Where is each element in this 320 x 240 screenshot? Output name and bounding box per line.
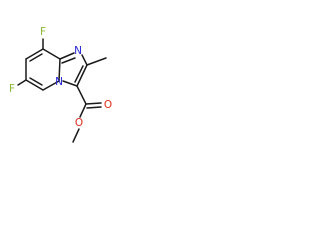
bonds — [17, 38, 107, 143]
bond-c2-c3-double — [74, 65, 84, 83]
bond-c5-c6 — [25, 79, 44, 91]
bond-c8-c8a — [42, 48, 61, 60]
bond-c2-methyl — [86, 57, 107, 66]
atom-label-fluorine-left: F — [9, 83, 15, 95]
atom-label-oxygen-ester: O — [75, 117, 83, 129]
bond-c7-c8 — [25, 48, 44, 60]
bond-n4-c5 — [42, 80, 60, 91]
molecule-structure: F F N N O O — [9, 26, 112, 143]
bond-c2-c3 — [76, 64, 88, 87]
bond-c5-c6-double — [29, 77, 43, 86]
bond-c3-carbonyl-carbon — [76, 85, 87, 105]
atom-label-nitrogen-imidazole: N — [74, 45, 82, 57]
bond-c7-c8-double — [29, 53, 43, 62]
bond-c3-n4 — [62, 80, 78, 87]
bond-c8a-n4 — [58, 58, 61, 82]
bond-c8a-n1 — [59, 52, 75, 60]
bond-ester-o-methyl — [72, 128, 80, 143]
bond-carbonyl-c-ester-o — [79, 103, 87, 118]
atom-labels: F F N N O O — [9, 26, 112, 129]
atom-label-nitrogen-bridgehead: N — [55, 76, 63, 88]
bond-carbonyl-c-o-double-b — [86, 106, 102, 109]
atom-label-fluorine-top: F — [40, 26, 46, 38]
atom-label-oxygen-carbonyl: O — [104, 99, 112, 111]
bond-c8a-n1-double — [61, 57, 76, 64]
bond-n1-c2 — [81, 54, 88, 66]
bond-c6-f — [17, 79, 27, 86]
bond-carbonyl-c-o-double-a — [85, 102, 102, 105]
